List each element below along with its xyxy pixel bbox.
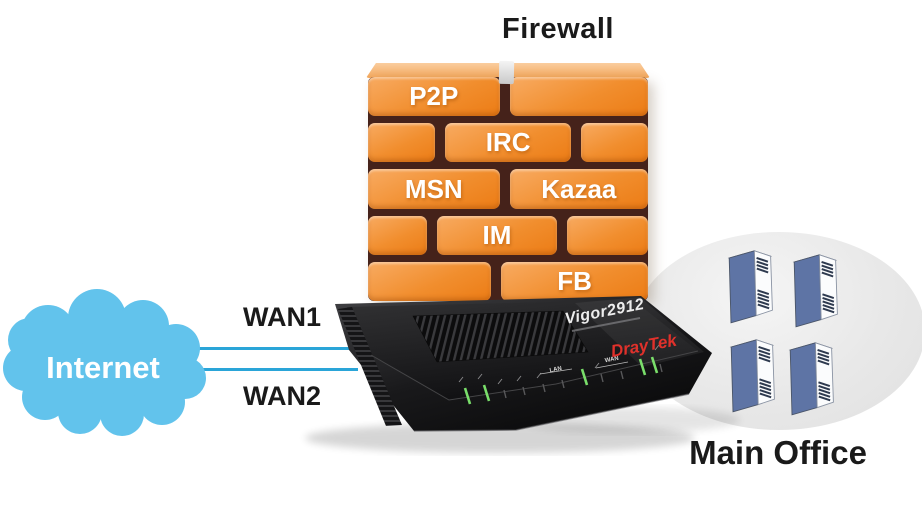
brick-im: IM bbox=[436, 215, 558, 255]
brick-p2p: P2P bbox=[368, 77, 500, 117]
router-side-vents bbox=[338, 307, 402, 426]
led-on bbox=[580, 368, 589, 386]
brick-label: IRC bbox=[485, 127, 531, 158]
brick-label: IM bbox=[482, 219, 512, 250]
wall-row: FB bbox=[368, 261, 648, 302]
main-office-label: Main Office bbox=[689, 434, 867, 471]
brick-irc: IRC bbox=[445, 123, 572, 163]
router-led-strip: LAN WAN bbox=[458, 344, 663, 405]
firewall-title: Firewall bbox=[502, 13, 614, 45]
router-vent-grille bbox=[412, 310, 589, 363]
brick-blank bbox=[581, 123, 648, 163]
led-on bbox=[482, 384, 491, 402]
wall-row: IM bbox=[368, 215, 648, 255]
brick-blank bbox=[368, 261, 492, 302]
wan2-link-line bbox=[186, 368, 358, 371]
wall-notch bbox=[498, 60, 515, 85]
brick-label: P2P bbox=[409, 81, 459, 112]
brick-blank bbox=[567, 215, 648, 255]
wan1-label: WAN1 bbox=[242, 302, 321, 332]
internet-label: Internet bbox=[46, 350, 160, 385]
brick-label: FB bbox=[557, 265, 592, 296]
router-subtitle-line bbox=[571, 317, 641, 332]
brick-kazaa: Kazaa bbox=[509, 169, 648, 209]
wan-group-label: WAN bbox=[604, 356, 619, 364]
firewall-wall: P2P IRC MSN Kazaa IM FB bbox=[368, 77, 648, 302]
brick-msn: MSN bbox=[368, 169, 500, 209]
brick-blank bbox=[368, 215, 427, 255]
led-on bbox=[463, 387, 472, 405]
wan1-link-line bbox=[178, 347, 364, 350]
main-office-ellipse bbox=[633, 232, 922, 430]
brick-fb: FB bbox=[501, 261, 648, 302]
brick-label: Kazaa bbox=[541, 173, 617, 204]
wall-row: IRC bbox=[368, 123, 648, 163]
lan-group-label: LAN bbox=[549, 366, 562, 374]
brick-blank bbox=[368, 123, 436, 163]
wall-row: MSN Kazaa bbox=[368, 169, 648, 209]
brick-blank bbox=[509, 77, 648, 117]
brick-label: MSN bbox=[404, 173, 463, 204]
wall-row: P2P bbox=[368, 77, 648, 117]
wan2-label: WAN2 bbox=[242, 381, 321, 411]
